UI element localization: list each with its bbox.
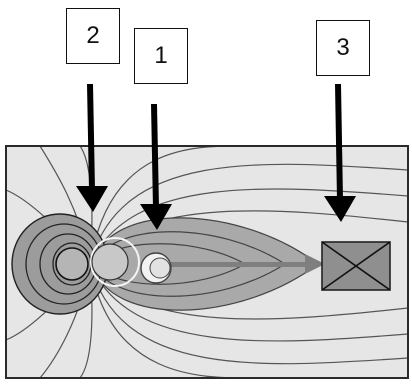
label-3-text: 3	[336, 34, 350, 61]
down-arrow-icon	[324, 83, 356, 222]
diagram-frame	[5, 145, 409, 379]
beam-arrowhead	[305, 254, 325, 274]
label-1-text: 1	[154, 42, 168, 69]
label-3: 3	[316, 20, 370, 76]
beam	[150, 262, 310, 267]
down-arrow-icon	[140, 103, 172, 230]
label-2: 2	[66, 8, 120, 64]
down-arrow-icon	[76, 83, 108, 212]
label-1: 1	[134, 28, 188, 84]
label-2-text: 2	[86, 22, 100, 49]
